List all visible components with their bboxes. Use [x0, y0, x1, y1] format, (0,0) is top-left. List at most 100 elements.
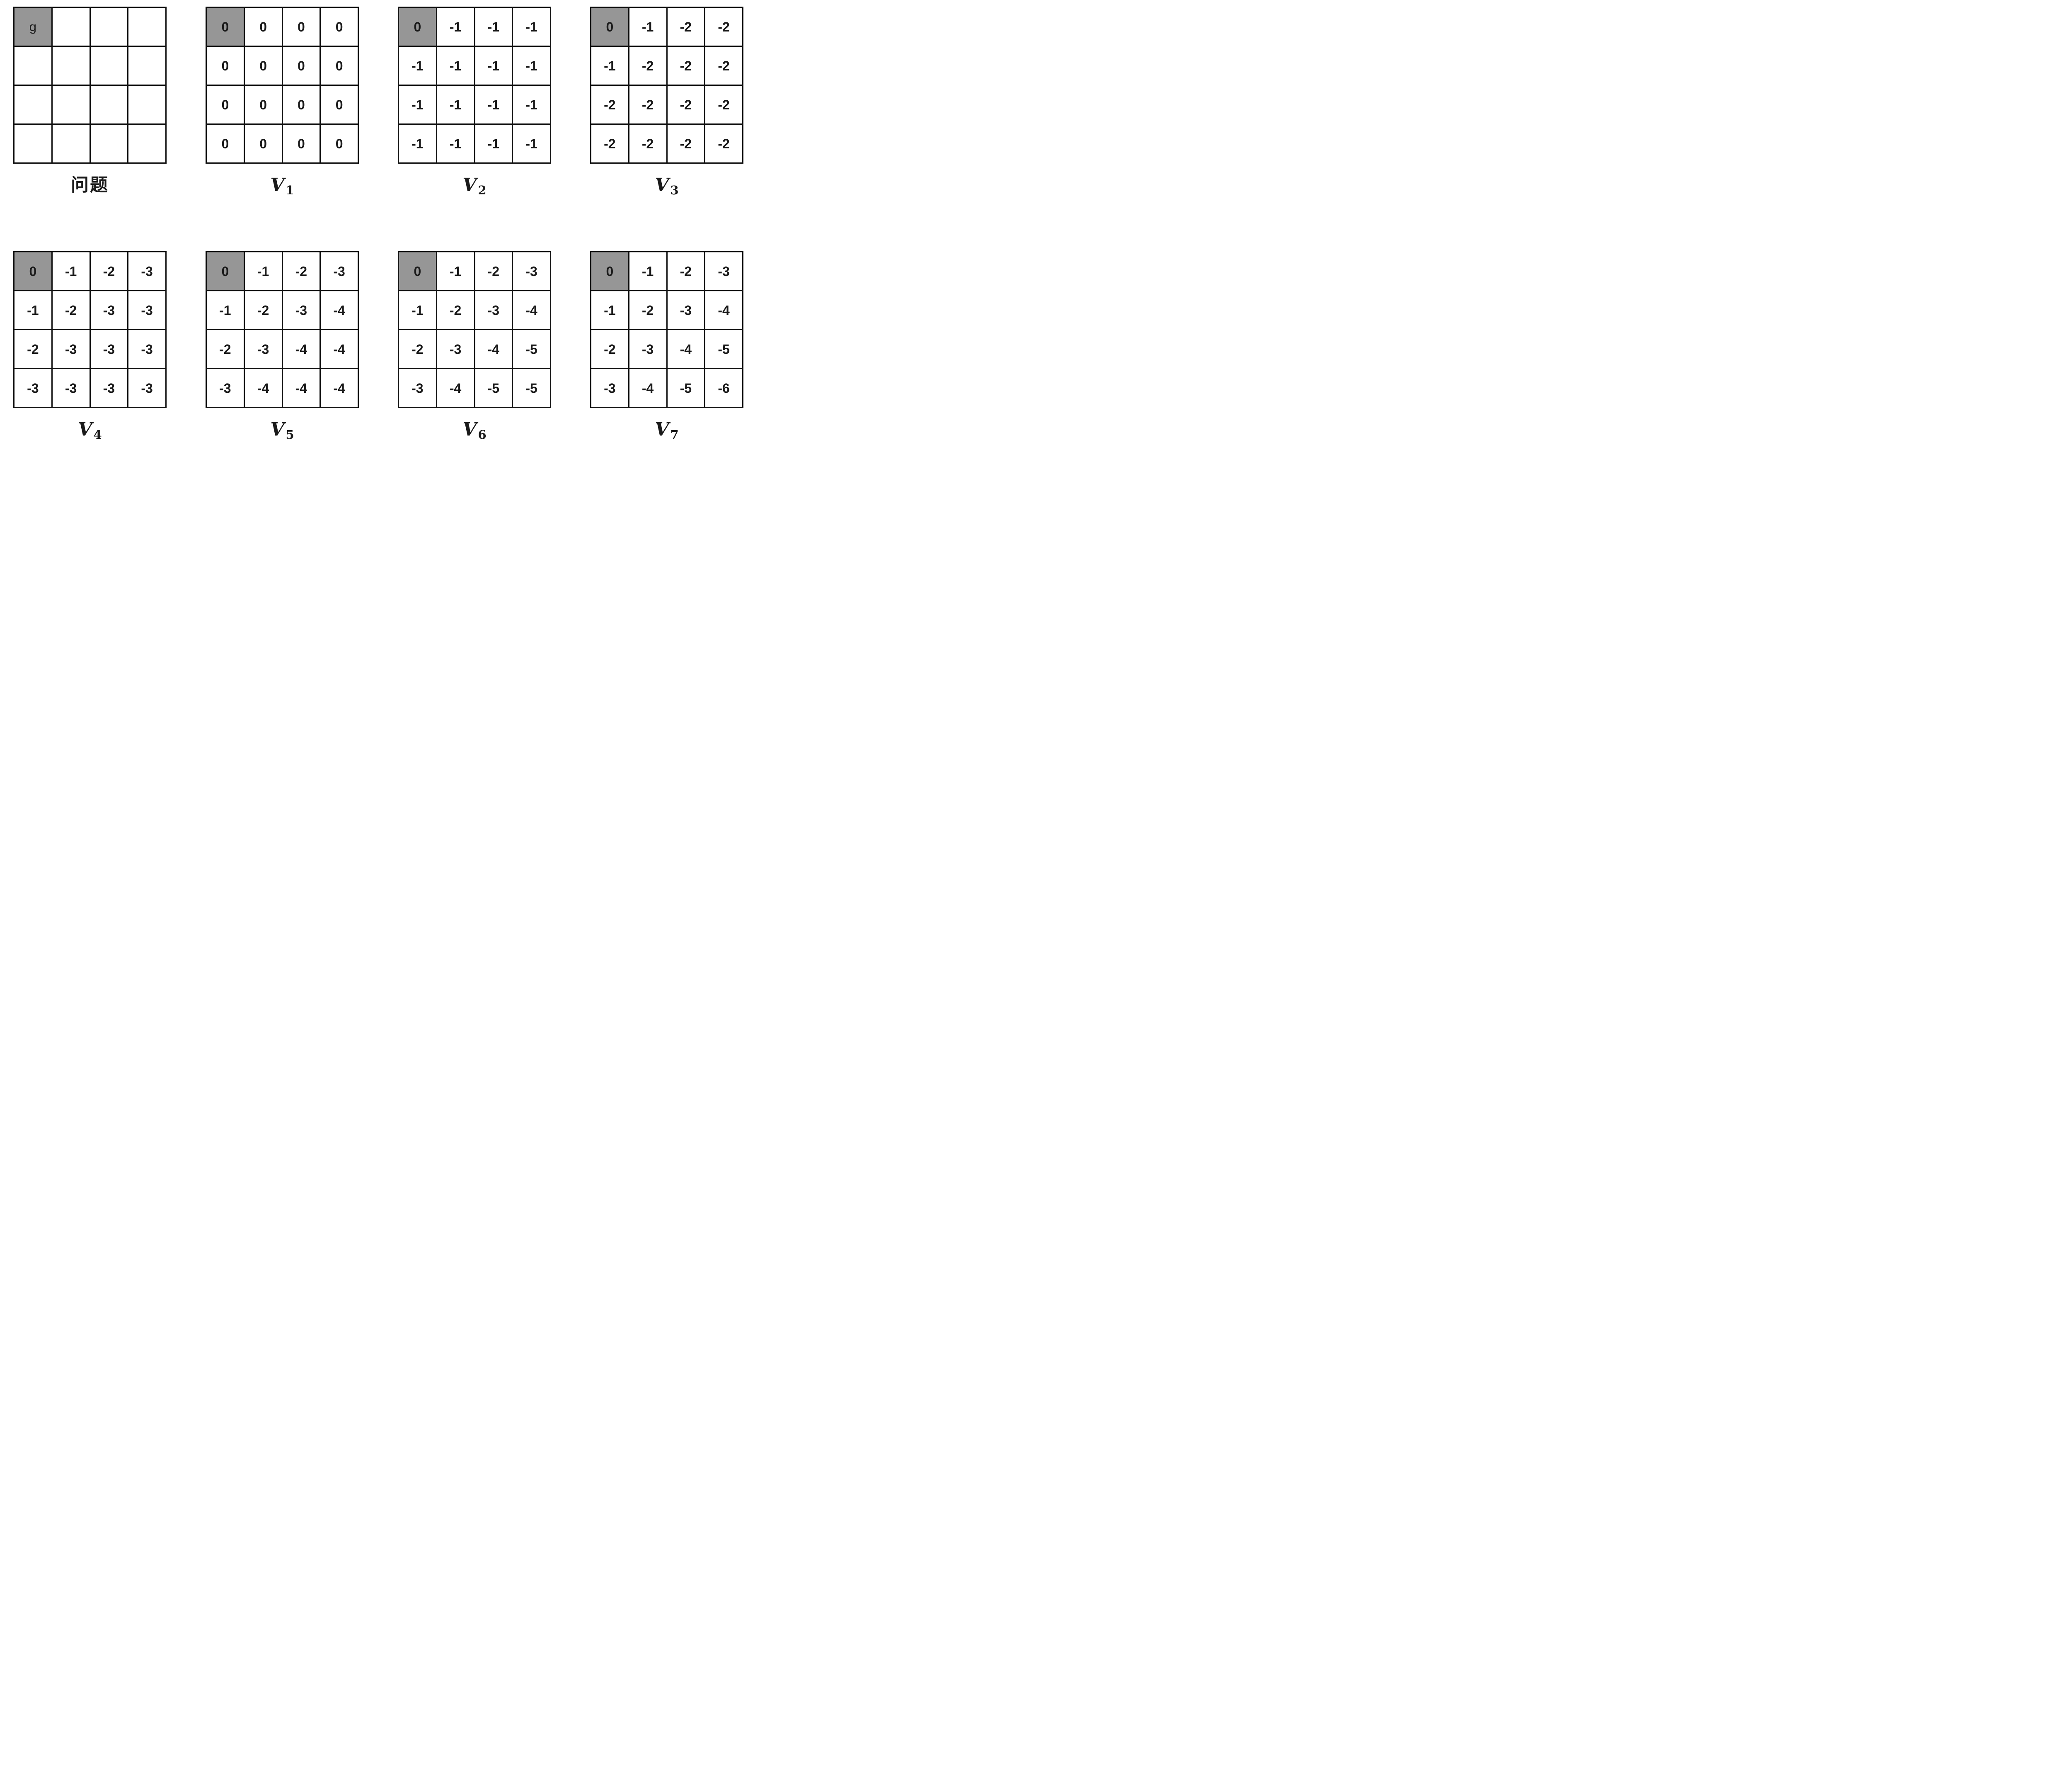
grid-cell-v7-r1c3: -4: [705, 291, 742, 329]
grid-cell-problem-r2c0: [15, 86, 51, 123]
grid-cell-v2-r0c2: -1: [475, 8, 512, 46]
grid-cell-v5-r1c0: -1: [207, 291, 244, 329]
grid-cell-v5-r2c3: -4: [321, 330, 358, 368]
grid-cell-v4-r0c1: -1: [52, 252, 90, 290]
grid-cell-v5-r3c1: -4: [244, 369, 282, 407]
grid-cell-v3-r0c1: -1: [629, 8, 666, 46]
grid-cell-problem-r1c0: [15, 47, 51, 85]
grid-cell-v6-r1c0: -1: [399, 291, 436, 329]
grid-cell-v3-r0c3: -2: [705, 8, 742, 46]
grid-cell-v7-r3c1: -4: [629, 369, 666, 407]
grid-cell-v7-r2c2: -4: [667, 330, 704, 368]
grid-cell-v1-r2c1: 0: [244, 86, 282, 123]
grid-cell-v4-r2c1: -3: [52, 330, 90, 368]
grid-cell-v4-r3c1: -3: [52, 369, 90, 407]
grid-cell-v3-r2c3: -2: [705, 86, 742, 123]
grid-cell-v5-r1c3: -4: [321, 291, 358, 329]
grid-cell-v7-r1c2: -3: [667, 291, 704, 329]
grid-cell-v5-r1c2: -3: [283, 291, 320, 329]
grid-cell-v5-r3c0: -3: [207, 369, 244, 407]
grid-cell-v3-r1c0: -1: [591, 47, 628, 85]
grid-cell-v4-r1c3: -3: [128, 291, 165, 329]
caption-label: V: [655, 174, 669, 196]
grid-cell-problem-r2c1: [52, 86, 90, 123]
grid-cell-v2-r2c0: -1: [399, 86, 436, 123]
grid-cell-v3-r0c2: -2: [667, 8, 704, 46]
caption-subscript: 5: [286, 427, 294, 442]
caption-label: 问题: [71, 174, 109, 196]
grid-cell-v6-r3c2: -5: [475, 369, 512, 407]
grid-cell-v1-r0c2: 0: [283, 8, 320, 46]
grid-cell-v4-r3c3: -3: [128, 369, 165, 407]
grid-cell-v6-r3c0: -3: [399, 369, 436, 407]
caption-label: V: [462, 174, 477, 196]
grid-cell-problem-r0c2: [90, 8, 128, 46]
grid-cell-v4-r1c2: -3: [90, 291, 128, 329]
grid-cell-problem-r3c3: [128, 125, 165, 162]
caption-label: V: [462, 419, 477, 440]
grid-cell-problem-r1c3: [128, 47, 165, 85]
grid-v3: 0-1-2-2-1-2-2-2-2-2-2-2-2-2-2-2: [590, 7, 743, 164]
goal-cell-problem-r0c0: g: [15, 8, 51, 46]
grid-cell-v5-r1c1: -2: [244, 291, 282, 329]
goal-cell-v5-r0c0: 0: [207, 252, 244, 290]
goal-cell-v1-r0c0: 0: [207, 8, 244, 46]
grid-cell-v4-r3c0: -3: [15, 369, 51, 407]
goal-cell-v2-r0c0: 0: [399, 8, 436, 46]
grid-cell-v3-r3c3: -2: [705, 125, 742, 162]
grid-cell-v7-r3c3: -6: [705, 369, 742, 407]
grid-cell-v4-r2c0: -2: [15, 330, 51, 368]
grid-cell-v3-r3c2: -2: [667, 125, 704, 162]
grid-cell-v3-r3c1: -2: [629, 125, 666, 162]
goal-cell-v6-r0c0: 0: [399, 252, 436, 290]
goal-cell-v7-r0c0: 0: [591, 252, 628, 290]
grid-cell-v4-r1c0: -1: [15, 291, 51, 329]
grid-cell-v2-r0c3: -1: [513, 8, 550, 46]
grid-cell-v6-r2c0: -2: [399, 330, 436, 368]
caption-subscript: 6: [478, 427, 487, 442]
grid-cell-v2-r3c3: -1: [513, 125, 550, 162]
grid-cell-v1-r1c0: 0: [207, 47, 244, 85]
grid-cell-v4-r2c2: -3: [90, 330, 128, 368]
grid-cell-problem-r3c0: [15, 125, 51, 162]
grid-cell-problem-r3c1: [52, 125, 90, 162]
grid-cell-v1-r0c3: 0: [321, 8, 358, 46]
grid-cell-v2-r2c3: -1: [513, 86, 550, 123]
grid-cell-v4-r0c2: -2: [90, 252, 128, 290]
grid-cell-v7-r3c2: -5: [667, 369, 704, 407]
grid-cell-v6-r0c3: -3: [513, 252, 550, 290]
grid-cell-problem-r1c2: [90, 47, 128, 85]
grid-cell-v7-r2c3: -5: [705, 330, 742, 368]
grid-cell-v7-r0c3: -3: [705, 252, 742, 290]
grid-cell-v6-r1c2: -3: [475, 291, 512, 329]
grid-cell-v5-r0c1: -1: [244, 252, 282, 290]
grid-v6: 0-1-2-3-1-2-3-4-2-3-4-5-3-4-5-5: [398, 251, 551, 408]
grid-cell-v2-r2c2: -1: [475, 86, 512, 123]
grid-cell-v2-r1c3: -1: [513, 47, 550, 85]
grid-caption: 问题: [13, 173, 167, 198]
grid-cell-v6-r1c1: -2: [437, 291, 474, 329]
grid-cell-v4-r0c3: -3: [128, 252, 165, 290]
grid-cell-v6-r2c2: -4: [475, 330, 512, 368]
grid-cell-v7-r2c0: -2: [591, 330, 628, 368]
caption-label: V: [270, 419, 285, 440]
grid-cell-v4-r3c2: -3: [90, 369, 128, 407]
grid-cell-v7-r3c0: -3: [591, 369, 628, 407]
grid-cell-v1-r3c0: 0: [207, 125, 244, 162]
grid-cell-v3-r2c1: -2: [629, 86, 666, 123]
caption-subscript: 1: [286, 183, 294, 197]
caption-label: V: [270, 174, 285, 196]
grid-cell-v1-r1c3: 0: [321, 47, 358, 85]
grid-cell-v5-r3c3: -4: [321, 369, 358, 407]
grid-cell-v4-r1c1: -2: [52, 291, 90, 329]
